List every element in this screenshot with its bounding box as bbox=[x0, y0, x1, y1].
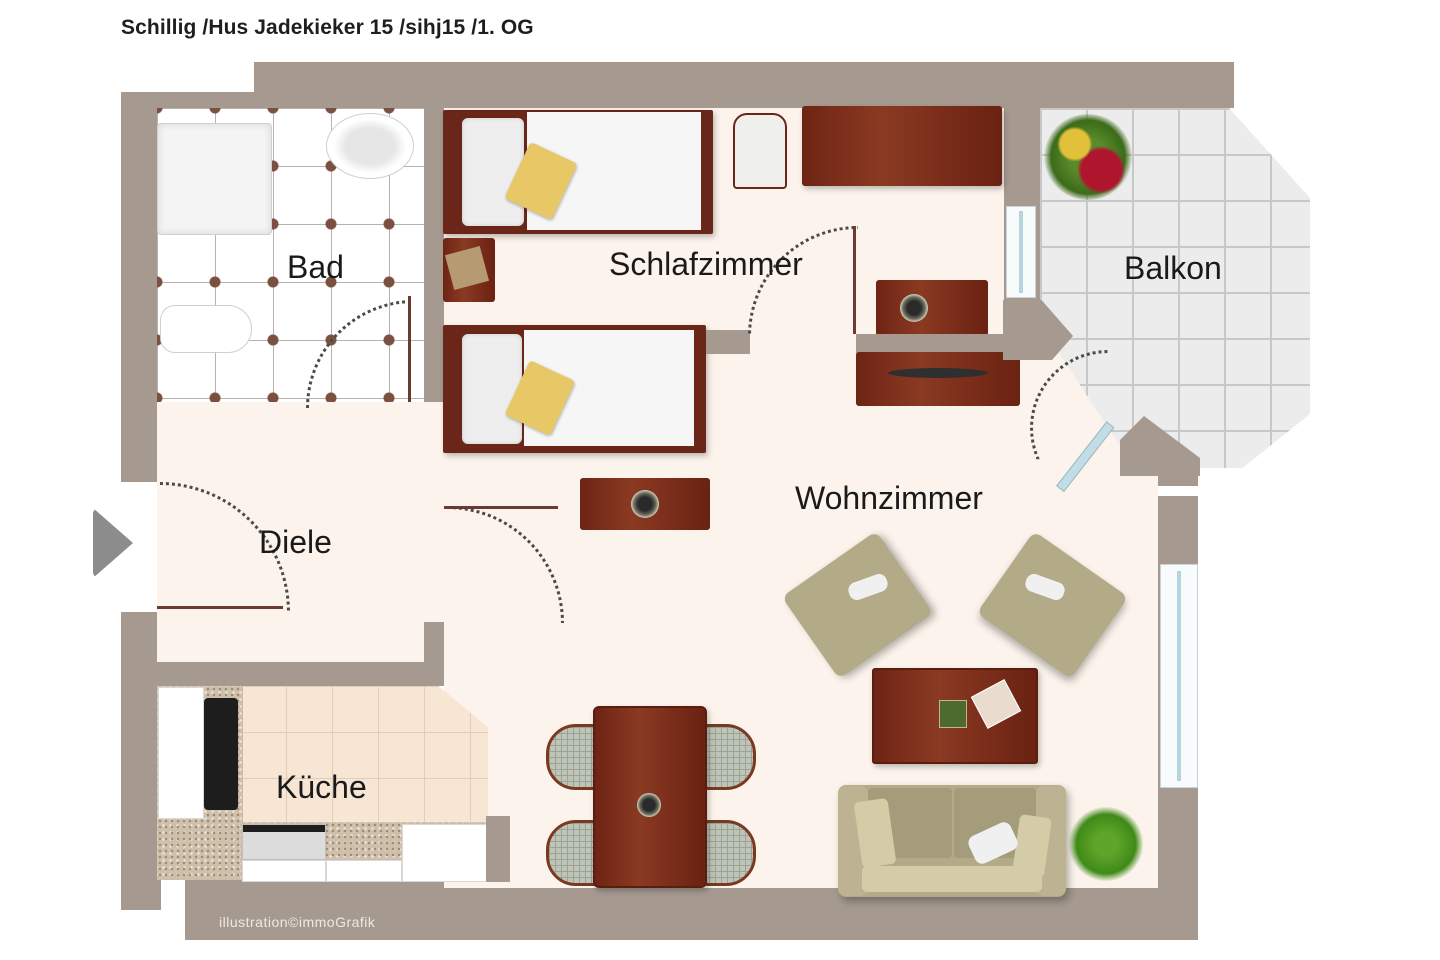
room-label-kueche: Küche bbox=[276, 769, 367, 805]
room-label-diele: Diele bbox=[259, 524, 332, 560]
potted-plant bbox=[1068, 806, 1144, 882]
tv-cabinet bbox=[856, 352, 1020, 406]
bed-1-pillow bbox=[462, 118, 524, 226]
wall-balcony-top bbox=[1034, 62, 1234, 108]
room-label-schlafzimmer: Schlafzimmer bbox=[609, 246, 803, 282]
wall-kitchen-stub bbox=[486, 816, 510, 882]
wall-bedroom-living bbox=[856, 334, 1042, 354]
plant-stand-bedroom bbox=[876, 280, 988, 336]
kitchen-sink bbox=[204, 698, 238, 810]
kitchen-cabinet-tall bbox=[402, 824, 488, 882]
fridge bbox=[158, 687, 204, 819]
copyright-watermark: illustration©immoGrafik bbox=[219, 914, 376, 930]
wall-diele-stub bbox=[424, 622, 444, 686]
diele-living-door-leaf bbox=[444, 506, 558, 509]
wall-bedroom-stub bbox=[706, 330, 750, 354]
wall-left-lower bbox=[121, 612, 161, 910]
plant-pot-sideboard bbox=[631, 490, 659, 518]
desk-chair bbox=[733, 113, 787, 189]
schlafzimmer-door-leaf bbox=[853, 226, 856, 334]
kitchen-cabinet-1 bbox=[242, 860, 326, 882]
kitchen-cabinet-2 bbox=[326, 860, 402, 882]
bathtub bbox=[157, 123, 272, 235]
dining-chair-right-bottom bbox=[700, 820, 756, 886]
dining-table-vase bbox=[637, 793, 661, 817]
window-bedroom bbox=[1006, 206, 1036, 298]
sink bbox=[326, 113, 414, 179]
entrance-door-leaf bbox=[157, 606, 283, 609]
floor-kueche bbox=[240, 686, 488, 824]
flower-pot bbox=[1044, 114, 1132, 200]
plan-title: Schillig /Hus Jadekieker 15 /sihj15 /1. … bbox=[121, 16, 534, 39]
entrance-arrow-icon bbox=[93, 508, 133, 578]
desk bbox=[802, 106, 1002, 186]
coffee-table-plant bbox=[939, 700, 967, 728]
room-label-bad: Bad bbox=[287, 249, 344, 285]
sofa-seat-cushions bbox=[862, 866, 1042, 892]
window-living bbox=[1160, 564, 1198, 788]
bed-2-pillow bbox=[462, 334, 522, 444]
bad-door-leaf bbox=[408, 296, 411, 402]
toilet bbox=[160, 305, 252, 353]
stove bbox=[242, 824, 326, 860]
dining-chair-right-top bbox=[700, 724, 756, 790]
plant-pot-bedroom bbox=[900, 294, 928, 322]
bad-door-opening bbox=[157, 402, 424, 410]
room-label-wohnzimmer: Wohnzimmer bbox=[795, 480, 983, 516]
room-label-balkon: Balkon bbox=[1124, 250, 1222, 286]
tv bbox=[888, 368, 988, 378]
wall-diele-kitchen bbox=[121, 662, 441, 686]
